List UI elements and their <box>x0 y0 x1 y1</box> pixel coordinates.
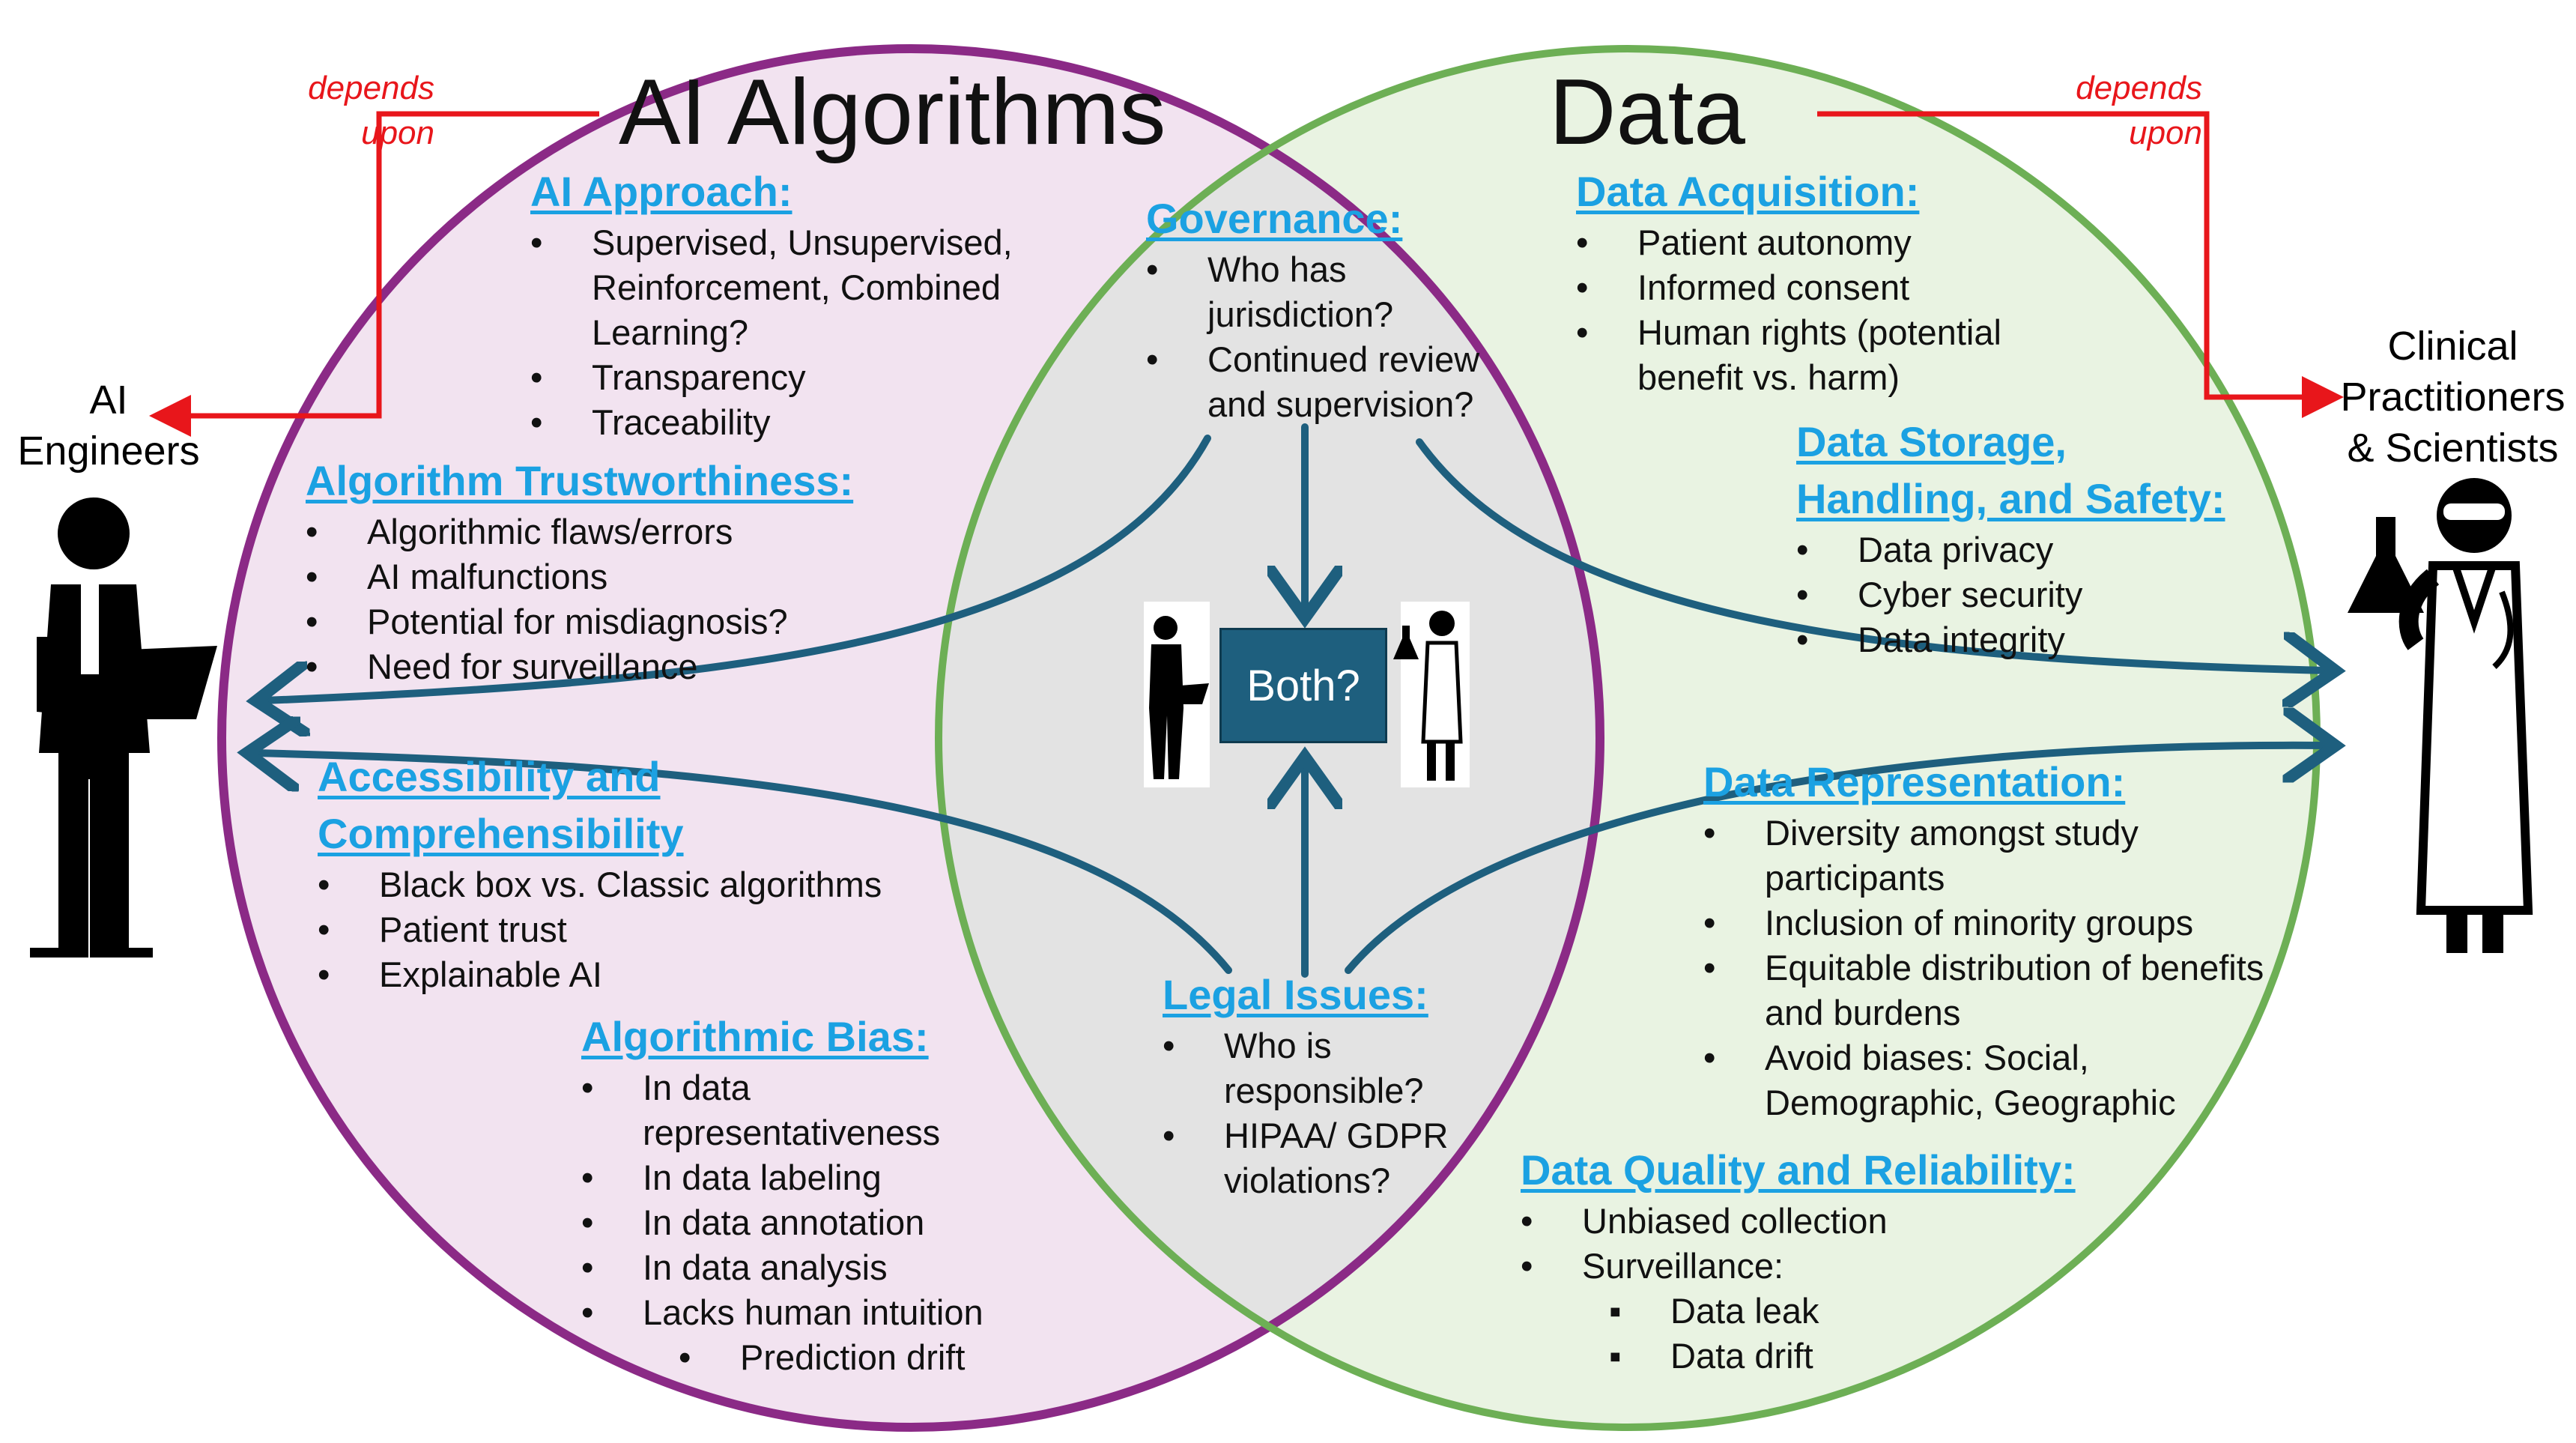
list-item: Surveillance: <box>1521 1244 2195 1289</box>
data-quality-heading: Data Quality and Reliability: <box>1521 1146 2076 1194</box>
list-item: Traceability <box>530 400 1070 445</box>
list-item: Black box vs. Classic algorithms <box>318 862 992 907</box>
arrow-legal-to-engineers <box>255 753 1232 974</box>
list-item: Patient autonomy <box>1576 220 2085 265</box>
right-depends-connector <box>1817 111 2344 418</box>
ai-engineer-figure <box>30 497 217 958</box>
both-box: Both? <box>1219 628 1387 743</box>
governance-heading: Governance: <box>1146 195 1403 242</box>
list-item: Who is responsible? <box>1163 1023 1492 1113</box>
list-item: Continued review and supervision? <box>1146 337 1536 427</box>
left-depends-connector <box>149 111 599 437</box>
algorithmic-bias-heading: Algorithmic Bias: <box>581 1013 929 1060</box>
list-item: Who has jurisdiction? <box>1146 247 1536 337</box>
ai-approach-heading: AI Approach: <box>530 168 793 215</box>
algorithmic-bias-section: Algorithmic Bias: In data representative… <box>581 1008 1106 1380</box>
clinician-figure <box>2348 478 2533 953</box>
list-item: Informed consent <box>1576 265 2085 310</box>
accessibility-section: Accessibility and Comprehensibility Blac… <box>318 748 992 997</box>
list-item: In data labeling <box>581 1155 1106 1200</box>
data-storage-heading-2: Handling, and Safety: <box>1796 475 2225 522</box>
list-item: In data <box>581 1065 1106 1110</box>
list-item: representativeness <box>643 1113 941 1152</box>
legal-section: Legal Issues: Who is responsible? HIPAA/… <box>1163 966 1492 1203</box>
list-item: Algorithmic flaws/errors <box>306 509 980 554</box>
accessibility-heading-2: Comprehensibility <box>318 810 684 857</box>
list-item: Supervised, Unsupervised, Reinforcement,… <box>530 220 1070 355</box>
arrow-legal-to-clinicians <box>1345 745 2328 974</box>
list-item: Cyber security <box>1796 572 2321 617</box>
list-item: Transparency <box>530 355 1070 400</box>
algorithm-trust-heading: Algorithm Trustworthiness: <box>306 457 854 504</box>
list-item: Diversity amongst study participants <box>1703 811 2303 901</box>
accessibility-heading-1: Accessibility and <box>318 753 661 800</box>
list-item: Potential for misdiagnosis? <box>306 599 980 644</box>
both-clinician-icon <box>1393 602 1470 787</box>
list-item: Data privacy <box>1796 527 2321 572</box>
list-item: Human rights (potential benefit vs. harm… <box>1576 310 2085 400</box>
list-item: Lacks human intuition <box>581 1290 1106 1335</box>
data-representation-section: Data Representation: Diversity amongst s… <box>1703 754 2303 1125</box>
list-item: HIPAA/ GDPR violations? <box>1163 1113 1492 1203</box>
list-item: Data integrity <box>1796 617 2321 662</box>
list-item: Avoid biases: Social, Demographic, Geogr… <box>1703 1035 2303 1125</box>
algorithm-trust-section: Algorithm Trustworthiness: Algorithmic f… <box>306 453 980 689</box>
list-item: Inclusion of minority groups <box>1703 901 2303 946</box>
data-quality-section: Data Quality and Reliability: Unbiased c… <box>1521 1142 2195 1379</box>
data-representation-heading: Data Representation: <box>1703 758 2126 805</box>
ai-algorithms-title: AI Algorithms <box>619 61 1166 164</box>
data-acquisition-heading: Data Acquisition: <box>1576 168 1920 215</box>
list-item: In data annotation <box>581 1200 1106 1245</box>
list-item: Explainable AI <box>318 952 992 997</box>
list-item: AI malfunctions <box>306 554 980 599</box>
list-subitem: Prediction drift <box>581 1335 1106 1380</box>
list-item: Unbiased collection <box>1521 1199 2195 1244</box>
data-title: Data <box>1549 61 1745 164</box>
list-item: In data analysis <box>581 1245 1106 1290</box>
list-item: Need for surveillance <box>306 644 980 689</box>
both-engineer-icon <box>1144 602 1210 787</box>
data-acquisition-section: Data Acquisition: Patient autonomy Infor… <box>1576 163 2085 400</box>
legal-heading: Legal Issues: <box>1163 971 1428 1018</box>
arrow-governance-to-clinicians <box>1416 438 2328 671</box>
data-storage-section: Data Storage, Handling, and Safety: Data… <box>1796 414 2321 662</box>
governance-section: Governance: Who has jurisdiction? Contin… <box>1146 190 1536 427</box>
list-item: Equitable distribution of benefits and b… <box>1703 946 2303 1035</box>
data-storage-heading-1: Data Storage, <box>1796 418 2067 465</box>
list-item: Patient trust <box>318 907 992 952</box>
list-subitem: Data drift <box>1521 1334 2195 1379</box>
list-subitem: Data leak <box>1521 1289 2195 1334</box>
ai-approach-section: AI Approach: Supervised, Unsupervised, R… <box>530 163 1070 445</box>
